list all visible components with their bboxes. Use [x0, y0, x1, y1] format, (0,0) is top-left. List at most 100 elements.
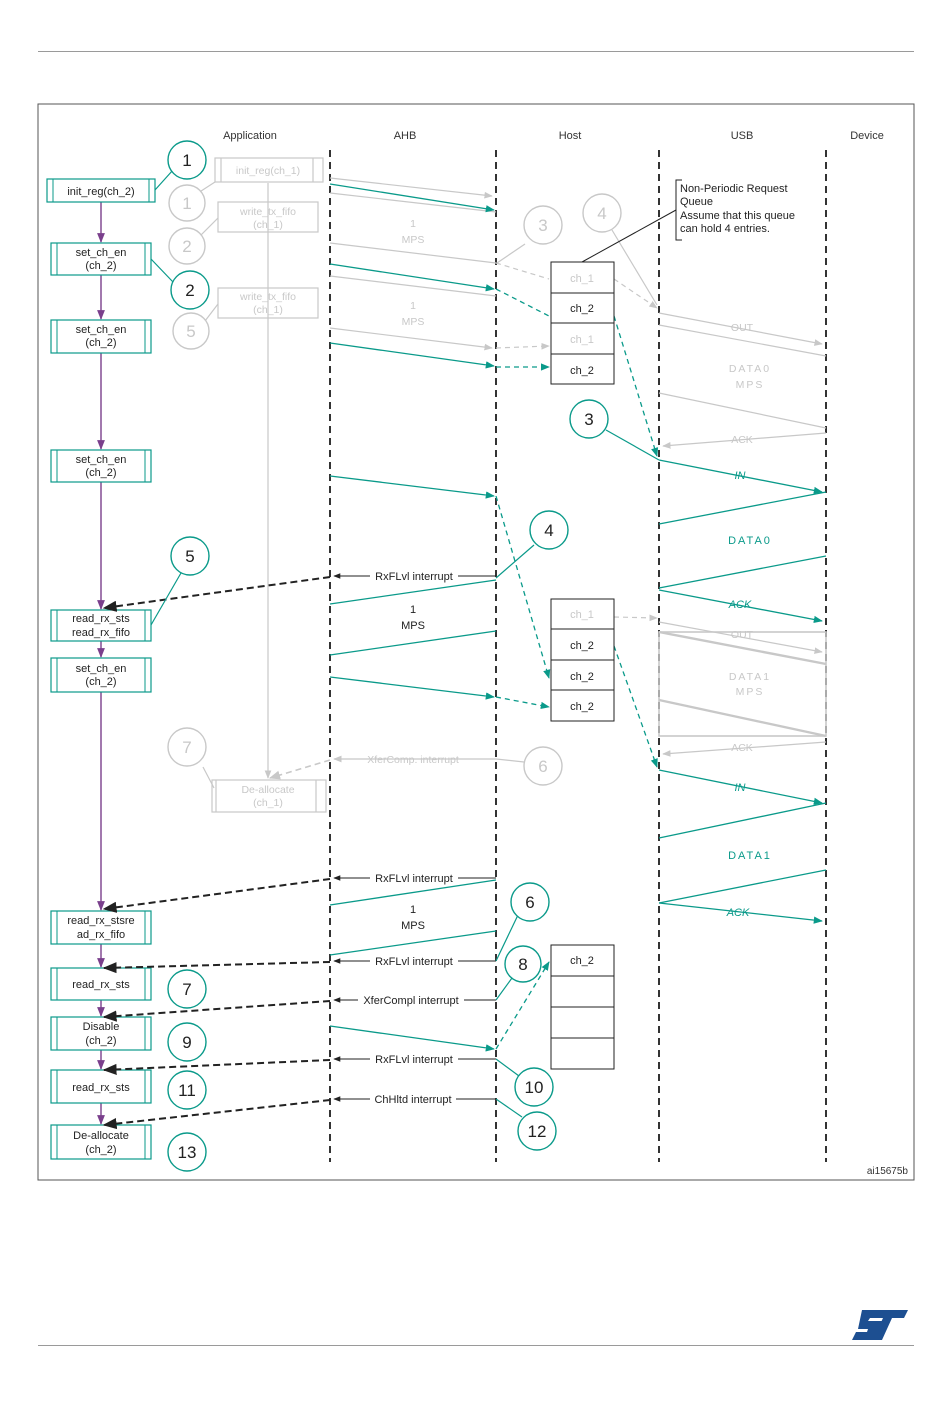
faded-usb-line	[658, 621, 823, 654]
faded-step-number: 7	[182, 738, 191, 757]
usb-ack-token	[658, 902, 823, 924]
interrupt-dispatch	[102, 961, 331, 974]
step-number: 8	[518, 955, 527, 974]
interrupt-label: RxFLvl interrupt	[375, 571, 453, 583]
faded-callout	[199, 217, 219, 237]
app-box-read-rx-sts-fifo	[50, 609, 152, 642]
faded-usb-line	[658, 324, 827, 357]
faded-step-number: 5	[186, 322, 195, 341]
faded-queue-link	[495, 262, 550, 280]
faded-usb-label: OUT	[731, 629, 754, 641]
column-header-device: Device	[850, 130, 884, 142]
app-box-label: init_reg(ch_2)	[67, 186, 134, 198]
step-callout	[605, 429, 660, 461]
step-number: 1	[182, 151, 191, 170]
step-badge-8	[504, 945, 542, 983]
usb-token-label: ACK	[726, 907, 750, 919]
queue-entry: ch_2	[570, 640, 594, 652]
app-box-label: read_rx_sts	[72, 979, 130, 991]
interrupt-label: ChHltd interrupt	[374, 1094, 451, 1106]
interrupt-label: RxFLvl interrupt	[375, 1054, 453, 1066]
step-callout	[495, 1098, 523, 1118]
faded-packet-label: MPS	[402, 234, 425, 246]
faded-step-badge	[168, 184, 206, 222]
step-number: 11	[178, 1081, 196, 1100]
faded-step-badge	[523, 746, 563, 786]
faded-step-number: 4	[597, 204, 606, 223]
column-header-application: Application	[223, 130, 277, 142]
step-callout	[495, 1058, 520, 1077]
step-number: 2	[185, 281, 194, 300]
step-number: 5	[185, 547, 194, 566]
queue-link	[613, 315, 659, 457]
ahb-write	[329, 676, 495, 700]
interrupt-label: RxFLvl interrupt	[375, 873, 453, 885]
ahb-write	[329, 342, 495, 369]
queue-note-leader	[581, 209, 677, 263]
step-badge-13	[167, 1132, 207, 1172]
app-box-label: read_rx_sts	[72, 1082, 130, 1094]
app-box-label: set_ch_en	[76, 247, 127, 259]
queue-link	[495, 288, 550, 317]
app-box-label: (ch_2)	[85, 1144, 116, 1156]
faded-step-number: 1	[182, 194, 191, 213]
faded-queue-link	[495, 342, 550, 350]
queue-entry: ch_2	[570, 701, 594, 713]
faded-box-label: write_tx_fifo	[239, 291, 296, 303]
label-bg	[370, 870, 458, 884]
app-box-label: (ch_2)	[85, 676, 116, 688]
usb-data-edge	[658, 555, 827, 589]
queue-link	[495, 961, 550, 1050]
label-bg	[358, 992, 464, 1006]
step-number: 12	[528, 1122, 547, 1141]
queue-entry: ch_1	[570, 334, 594, 346]
app-box-label: set_ch_en	[76, 324, 127, 336]
step-number: 3	[584, 410, 593, 429]
packet-label: MPS	[401, 920, 425, 932]
faded-usb-line	[658, 630, 827, 666]
faded-callout	[204, 303, 219, 322]
ahb-write	[329, 1025, 495, 1052]
step-badge-7	[167, 969, 207, 1009]
app-box-label: read_rx_fifo	[72, 627, 130, 639]
app-box-label: (ch_2)	[85, 337, 116, 349]
faded-usb-label: DATA1	[729, 671, 771, 683]
step-badge-6	[510, 882, 550, 922]
faded-step-badge	[167, 727, 207, 767]
app-box-label: ad_rx_fifo	[77, 929, 125, 941]
step-badge-5	[170, 536, 210, 576]
step-number: 4	[544, 521, 553, 540]
faded-usb-line	[662, 741, 827, 757]
app-box-read-rx-stsread-fifo	[50, 910, 152, 945]
queue-note-line: Assume that this queue	[680, 210, 795, 222]
faded-box-label: De-allocate	[241, 784, 294, 796]
faded-box-label: (ch_1)	[253, 219, 283, 231]
faded-step-number: 2	[182, 237, 191, 256]
queue-entry: ch_1	[570, 273, 594, 285]
usb-in-token	[658, 459, 823, 494]
queue-note-line: Non-Periodic Request	[680, 183, 788, 195]
queue-entry: ch_2	[570, 365, 594, 377]
usb-data-label: DATA1	[728, 850, 772, 862]
queue-link	[495, 495, 551, 679]
faded-write	[329, 177, 493, 199]
queue-note-line: can hold 4 entries.	[680, 223, 770, 235]
step-badge-1	[167, 140, 207, 180]
faded-usb-label: MPS	[736, 686, 765, 698]
faded-box-deallocate	[211, 779, 327, 813]
app-box-set-ch-en-2	[50, 319, 152, 354]
app-box-set-ch-en-4	[50, 657, 152, 693]
faded-usb-label: OUT	[731, 322, 754, 334]
faded-write	[329, 242, 497, 264]
faded-write	[329, 327, 493, 351]
faded-usb-line	[658, 392, 827, 429]
usb-in-token	[658, 769, 823, 805]
app-box-set-ch-en-1	[50, 242, 152, 276]
ahb-write	[329, 475, 495, 499]
faded-usb-label: DATA0	[729, 363, 771, 375]
faded-box-init-reg	[214, 157, 324, 183]
app-box-label: read_rx_sts	[72, 613, 130, 625]
label-bg	[370, 953, 458, 967]
faded-packet-label: 1	[410, 300, 416, 312]
step-number: 10	[525, 1078, 544, 1097]
